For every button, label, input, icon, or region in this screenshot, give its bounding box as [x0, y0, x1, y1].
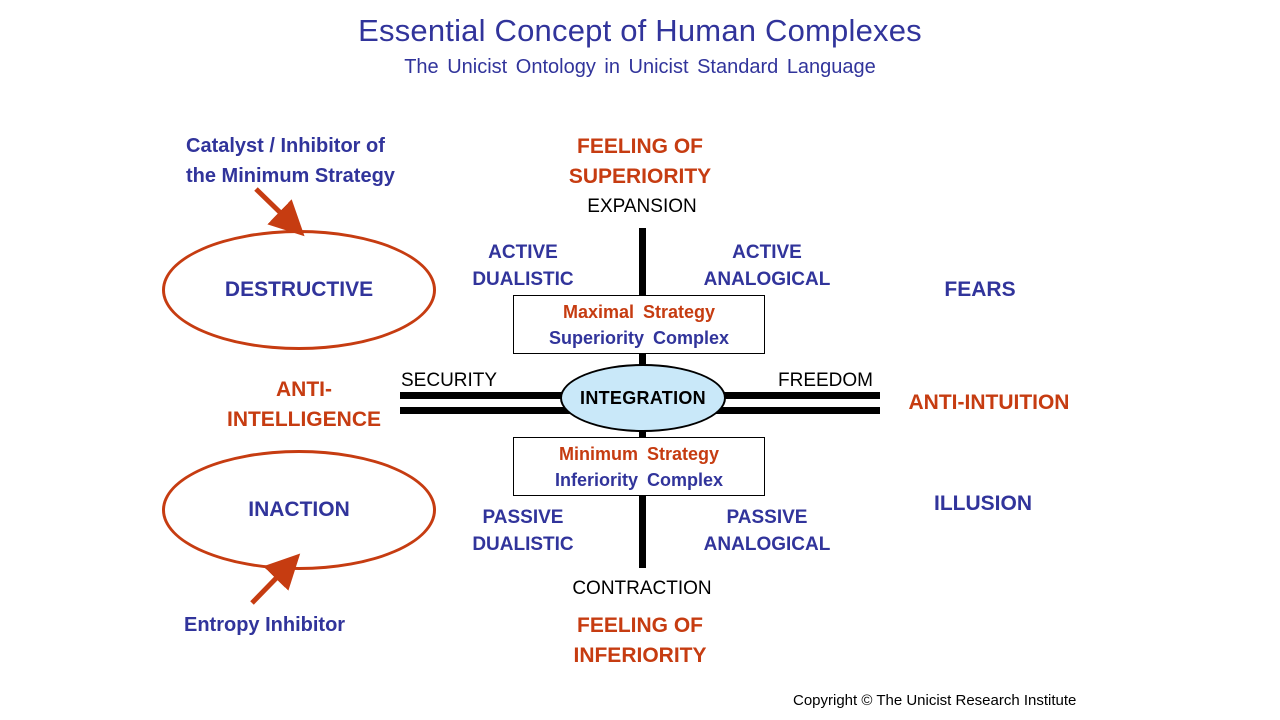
feeling-of-inferiority-label: FEELING OF INFERIORITY: [573, 614, 707, 667]
page-title: Essential Concept of Human Complexes: [358, 13, 922, 48]
fears-label: FEARS: [944, 278, 1016, 301]
entropy-arrow-icon: [250, 553, 301, 605]
catalyst-inhibitor-label: Catalyst / Inhibitor of the Minimum Stra…: [186, 135, 395, 187]
active-dualistic-label: ACTIVE DUALISTIC: [472, 242, 574, 290]
maximal-strategy-line1: Maximal Strategy: [562, 301, 716, 322]
security-label: SECURITY: [401, 370, 498, 391]
minimum-strategy-line1: Minimum Strategy: [558, 443, 720, 464]
passive-analogical-label: PASSIVE ANALOGICAL: [703, 507, 831, 555]
destructive-label: DESTRUCTIVE: [224, 278, 374, 301]
illusion-label: ILLUSION: [934, 492, 1032, 515]
minimum-strategy-box: Minimum Strategy Inferiority Complex: [513, 437, 765, 496]
expansion-label: EXPANSION: [587, 196, 697, 217]
anti-intuition-label: ANTI-INTUITION: [908, 391, 1070, 414]
page-subtitle: The Unicist Ontology in Unicist Standard…: [404, 56, 876, 78]
catalyst-arrow-icon: [254, 187, 305, 237]
maximal-strategy-line2: Superiority Complex: [548, 327, 730, 348]
active-analogical-label: ACTIVE ANALOGICAL: [703, 242, 831, 290]
minimum-strategy-line2: Inferiority Complex: [554, 469, 724, 490]
contraction-label: CONTRACTION: [572, 578, 712, 599]
integration-ellipse: INTEGRATION: [560, 364, 726, 432]
inaction-ellipse: INACTION: [162, 450, 436, 570]
destructive-ellipse: DESTRUCTIVE: [162, 230, 436, 350]
passive-dualistic-label: PASSIVE DUALISTIC: [472, 507, 574, 555]
feeling-of-superiority-label: FEELING OF SUPERIORITY: [568, 135, 712, 188]
anti-intelligence-label: ANTI- INTELLIGENCE: [226, 378, 381, 431]
inaction-label: INACTION: [248, 498, 350, 521]
freedom-label: FREEDOM: [778, 370, 873, 391]
entropy-inhibitor-label: Entropy Inhibitor: [184, 614, 346, 636]
copyright-notice: Copyright © The Unicist Research Institu…: [793, 692, 1077, 709]
integration-label: INTEGRATION: [580, 387, 706, 408]
maximal-strategy-box: Maximal Strategy Superiority Complex: [513, 295, 765, 354]
